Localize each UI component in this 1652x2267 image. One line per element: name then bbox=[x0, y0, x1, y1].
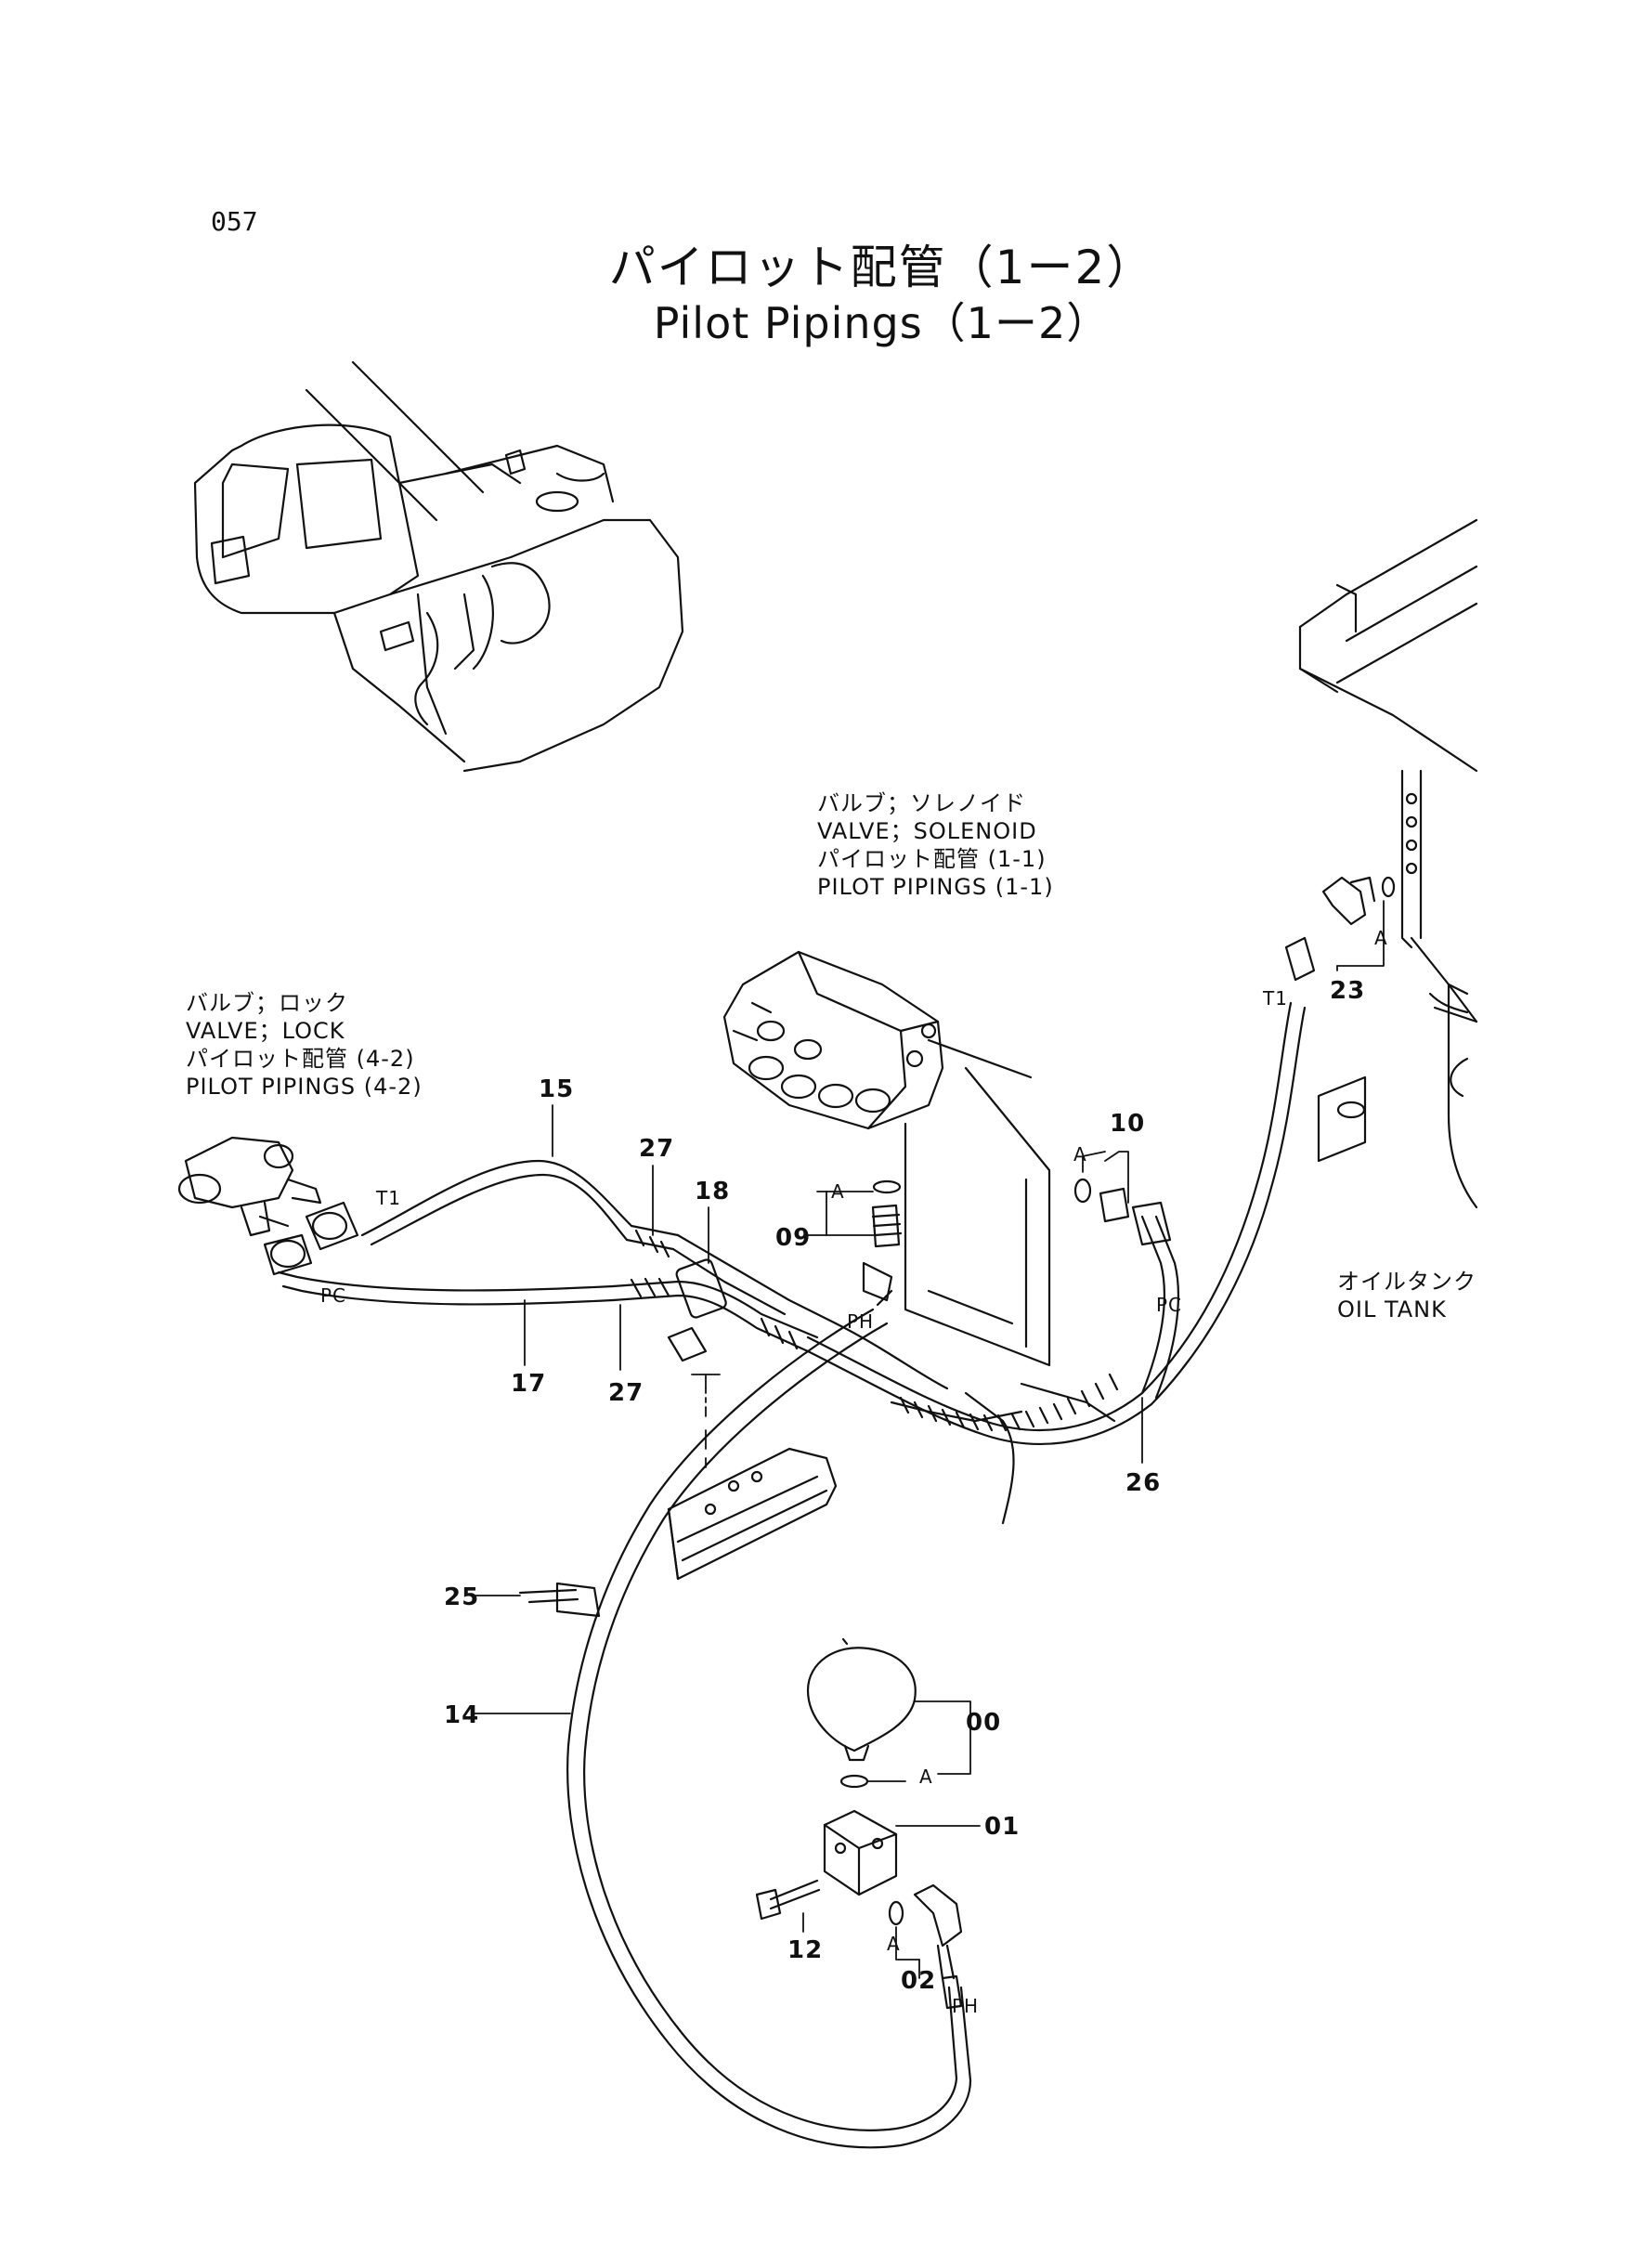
solenoid-valve-jp: バルブ；ソレノイド bbox=[817, 790, 1026, 816]
seal-mark-a-09: A bbox=[831, 1180, 845, 1203]
solenoid-valve-en: VALVE；SOLENOID bbox=[817, 818, 1037, 844]
port-label-pc-solenoid: PC bbox=[1156, 1294, 1183, 1316]
part-number-02: 02 bbox=[901, 1967, 937, 1995]
lock-valve-reference: バルブ；ロック VALVE；LOCK パイロット配管 (4-2) PILOT P… bbox=[186, 989, 423, 1101]
solenoid-valve-see-jp: パイロット配管 (1-1) bbox=[817, 846, 1047, 872]
part-number-01: 01 bbox=[984, 1813, 1021, 1841]
part-number-18: 18 bbox=[695, 1178, 731, 1205]
solenoid-valve-block bbox=[722, 950, 1051, 1367]
seal-mark-a-00: A bbox=[919, 1765, 933, 1788]
part-number-00: 00 bbox=[966, 1709, 1002, 1737]
oil-tank-en: OIL TANK bbox=[1337, 1296, 1447, 1322]
lock-valve-en: VALVE；LOCK bbox=[186, 1018, 345, 1044]
part-number-14: 14 bbox=[444, 1701, 480, 1729]
fittings bbox=[755, 876, 1396, 2010]
port-label-pc-lock-valve: PC bbox=[320, 1284, 347, 1307]
part-number-27-upper: 27 bbox=[639, 1135, 675, 1163]
lock-valve-see-jp: パイロット配管 (4-2) bbox=[186, 1046, 415, 1072]
oil-tank-frame bbox=[1298, 518, 1478, 1209]
title-english: Pilot Pipings（1ー2） bbox=[653, 298, 1111, 348]
solenoid-valve-reference: バルブ；ソレノイド VALVE；SOLENOID パイロット配管 (1-1) P… bbox=[817, 789, 1054, 901]
part-number-23: 23 bbox=[1330, 977, 1366, 1005]
oil-tank-reference: オイルタンク OIL TANK bbox=[1337, 1268, 1476, 1323]
part-number-27-lower: 27 bbox=[608, 1379, 644, 1407]
part-number-17: 17 bbox=[511, 1370, 547, 1398]
part-number-25: 25 bbox=[444, 1583, 480, 1611]
port-label-ph-solenoid: PH bbox=[847, 1310, 875, 1333]
hoses bbox=[263, 1001, 1307, 2149]
solenoid-valve-see-en: PILOT PIPINGS (1-1) bbox=[817, 874, 1054, 900]
leader-lines bbox=[473, 900, 1385, 1979]
oil-tank-jp: オイルタンク bbox=[1337, 1269, 1476, 1295]
part-number-26: 26 bbox=[1125, 1469, 1162, 1497]
page-number: 057 bbox=[211, 206, 258, 237]
port-label-t1-lock-valve: T1 bbox=[376, 1187, 401, 1209]
lock-valve-see-en: PILOT PIPINGS (4-2) bbox=[186, 1074, 423, 1100]
lock-valve-jp: バルブ；ロック bbox=[186, 990, 348, 1016]
part-number-09: 09 bbox=[775, 1224, 812, 1252]
excavator-overview bbox=[193, 360, 684, 773]
part-number-15: 15 bbox=[539, 1075, 575, 1103]
part-number-10: 10 bbox=[1110, 1110, 1146, 1138]
port-label-t1-oil-tank: T1 bbox=[1263, 987, 1288, 1010]
title-japanese: パイロット配管（1ー2） bbox=[608, 241, 1155, 294]
part-number-12: 12 bbox=[787, 1936, 824, 1964]
seal-mark-a-10: A bbox=[1073, 1143, 1087, 1166]
seal-mark-a-02: A bbox=[887, 1933, 901, 1955]
mounting-plate bbox=[667, 1447, 838, 1581]
port-label-ph-block: PH bbox=[952, 1995, 980, 2017]
lock-valve bbox=[177, 1136, 322, 1237]
seal-mark-a-23: A bbox=[1374, 927, 1388, 949]
